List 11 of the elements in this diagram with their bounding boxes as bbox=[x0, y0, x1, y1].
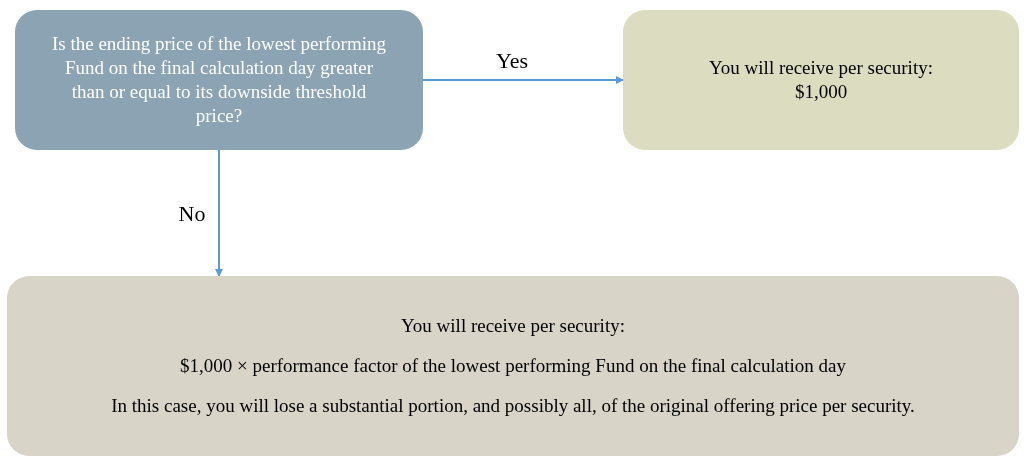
outcome-box bbox=[7, 276, 1019, 456]
node-text: You will receive per security: bbox=[709, 56, 933, 80]
node-text: $1,000 × performance factor of the lowest performing Fund on the final calculation day bbox=[180, 354, 846, 378]
node-text: Is the ending price of the lowest performing Fund on the final calculation day greater than or equal to its downside threshold price? bbox=[51, 32, 387, 128]
node-text: $1,000 bbox=[794, 80, 848, 104]
arrow bbox=[422, 76, 624, 84]
outcome-box bbox=[623, 10, 1019, 150]
node-text: You will receive per security: bbox=[401, 314, 625, 338]
arrow bbox=[215, 149, 223, 277]
node-text: In this case, you will lose a substantial portion, and possibly all, of the original offering price per security. bbox=[111, 394, 915, 418]
decision-box bbox=[15, 10, 423, 150]
